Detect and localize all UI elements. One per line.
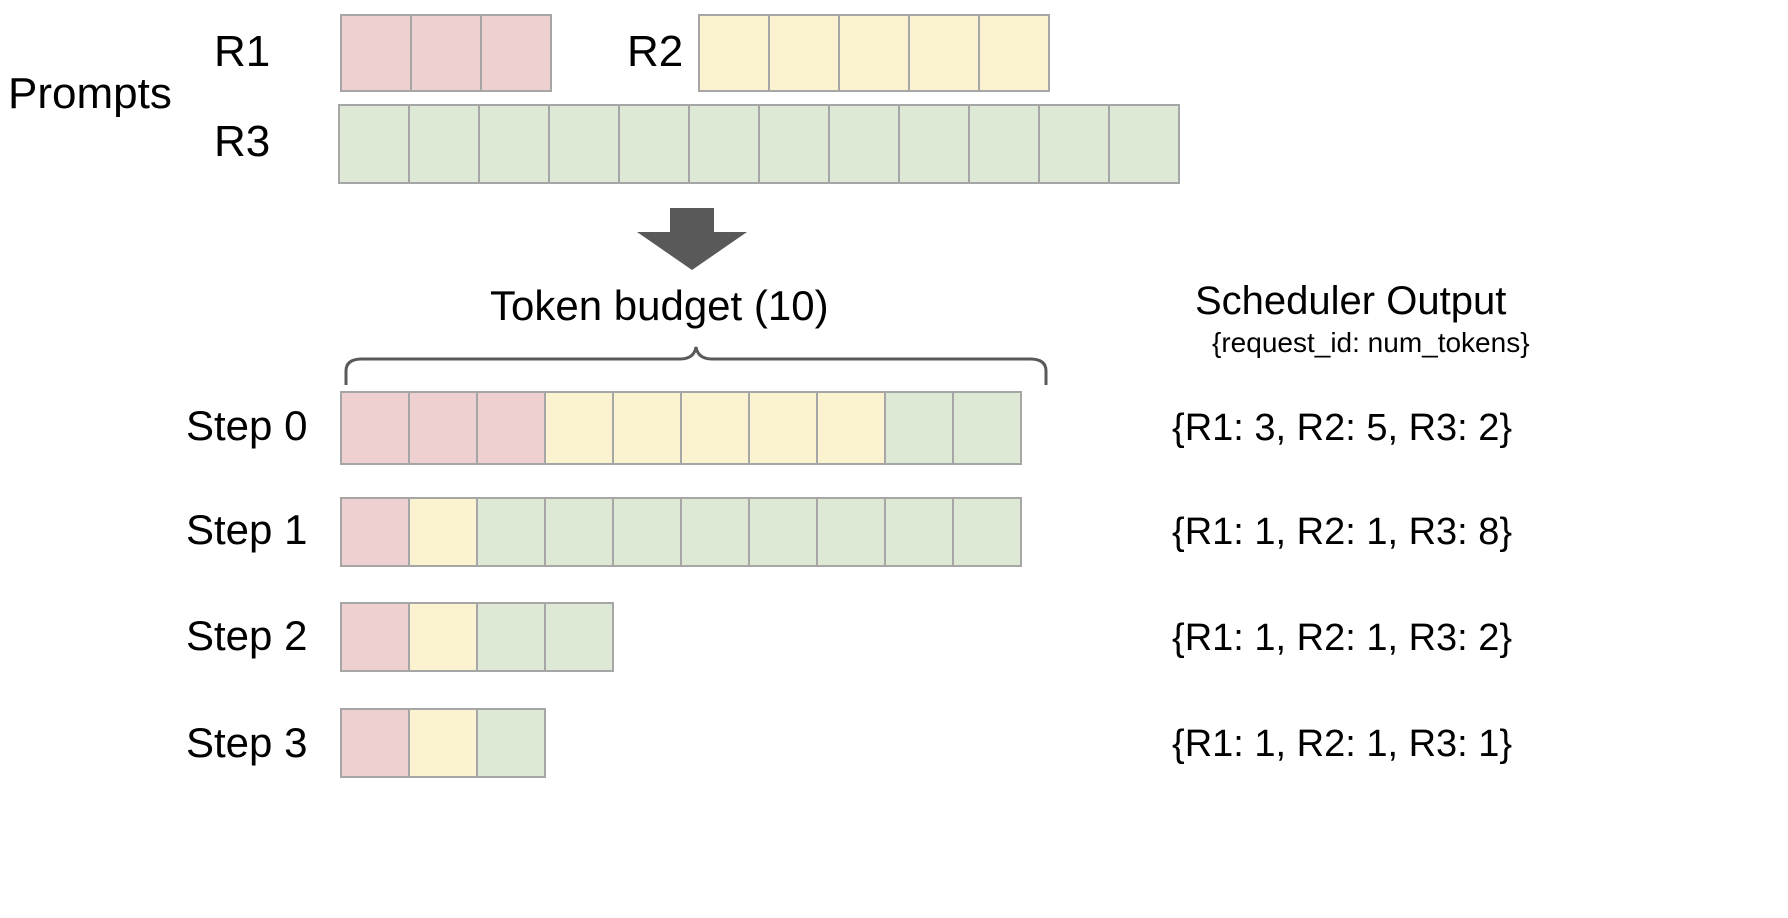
- token-cell: [838, 14, 910, 92]
- step-strip-2: [340, 602, 614, 672]
- token-budget-label: Token budget (10): [490, 282, 829, 329]
- scheduler-output-row-1: {R1: 1, R2: 1, R3: 8}: [1172, 511, 1513, 553]
- token-cell: [476, 391, 546, 465]
- token-cell: [340, 708, 410, 778]
- token-cell: [816, 391, 886, 465]
- token-cell: [408, 708, 478, 778]
- scheduler-output-row-2: {R1: 1, R2: 1, R3: 2}: [1172, 617, 1513, 659]
- step-strip-1: [340, 497, 1022, 567]
- token-cell: [408, 602, 478, 672]
- prompts-section-label: Prompts: [8, 69, 172, 118]
- token-cell: [408, 497, 478, 567]
- token-cell: [758, 104, 830, 184]
- token-cell: [952, 391, 1022, 465]
- down-arrow-icon: [637, 208, 747, 270]
- token-cell: [618, 104, 690, 184]
- request-label-r3: R3: [214, 117, 271, 166]
- prompt-strip-r2: [698, 14, 1050, 92]
- token-cell: [408, 391, 478, 465]
- token-cell: [338, 104, 410, 184]
- scheduler-output-subtitle: {request_id: num_tokens}: [1212, 327, 1530, 358]
- token-cell: [816, 497, 886, 567]
- token-cell: [480, 14, 552, 92]
- request-label-r1: R1: [214, 27, 271, 76]
- token-cell: [612, 497, 682, 567]
- token-budget-brace: [344, 345, 1048, 387]
- token-cell: [680, 497, 750, 567]
- token-cell: [478, 104, 550, 184]
- step-label-0: Step 0: [186, 402, 308, 449]
- token-cell: [898, 104, 970, 184]
- token-cell: [748, 391, 818, 465]
- token-cell: [340, 391, 410, 465]
- token-cell: [884, 497, 954, 567]
- scheduler-output-row-0: {R1: 3, R2: 5, R3: 2}: [1172, 407, 1513, 449]
- token-cell: [1108, 104, 1180, 184]
- step-strip-0: [340, 391, 1022, 465]
- token-cell: [410, 14, 482, 92]
- token-cell: [908, 14, 980, 92]
- token-cell: [408, 104, 480, 184]
- request-label-r2: R2: [627, 27, 684, 76]
- token-cell: [548, 104, 620, 184]
- token-cell: [476, 708, 546, 778]
- token-cell: [340, 497, 410, 567]
- token-cell: [476, 497, 546, 567]
- token-cell: [978, 14, 1050, 92]
- token-cell: [680, 391, 750, 465]
- scheduler-output-row-3: {R1: 1, R2: 1, R3: 1}: [1172, 723, 1513, 765]
- step-label-2: Step 2: [186, 612, 308, 659]
- prompt-strip-r1: [340, 14, 552, 92]
- prompt-strip-r3: [338, 104, 1180, 184]
- step-label-1: Step 1: [186, 506, 308, 553]
- token-cell: [544, 497, 614, 567]
- step-label-3: Step 3: [186, 719, 308, 766]
- token-cell: [340, 14, 412, 92]
- step-strip-3: [340, 708, 546, 778]
- token-cell: [884, 391, 954, 465]
- token-cell: [612, 391, 682, 465]
- token-cell: [748, 497, 818, 567]
- token-cell: [968, 104, 1040, 184]
- token-cell: [544, 391, 614, 465]
- token-cell: [340, 602, 410, 672]
- token-cell: [544, 602, 614, 672]
- token-cell: [768, 14, 840, 92]
- scheduler-output-title: Scheduler Output: [1195, 279, 1507, 323]
- token-cell: [828, 104, 900, 184]
- token-cell: [476, 602, 546, 672]
- token-cell: [698, 14, 770, 92]
- token-cell: [952, 497, 1022, 567]
- token-cell: [1038, 104, 1110, 184]
- token-cell: [688, 104, 760, 184]
